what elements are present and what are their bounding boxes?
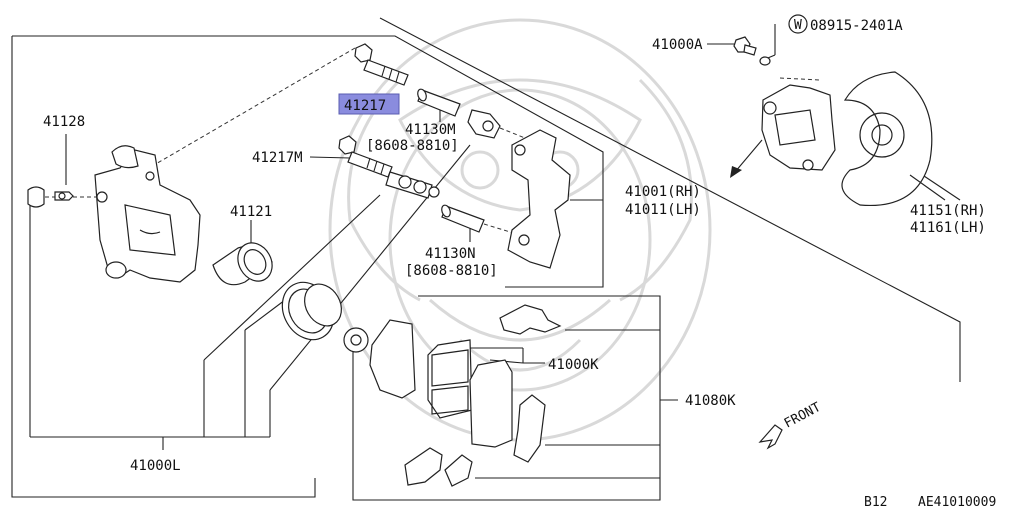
label-41000L[interactable]: 41000L <box>130 458 181 474</box>
pad-clip-upper <box>499 304 562 335</box>
caliper-assembly-41000A <box>761 84 836 171</box>
label-41000A[interactable]: 41000A <box>652 37 703 53</box>
washer-symbol-letter: W <box>794 18 802 33</box>
washer-symbol <box>788 14 808 34</box>
sleeve-41130M <box>417 88 461 117</box>
highlight-box <box>338 93 400 115</box>
label-41217M[interactable]: 41217M <box>252 150 303 166</box>
label-41217[interactable]: 41217 <box>344 98 386 114</box>
label-41130N[interactable]: 41130N <box>425 246 476 262</box>
splash-shield <box>841 71 946 207</box>
pad-clip-lower <box>404 447 473 487</box>
label-41130N-range: [8608-8810] <box>405 263 498 279</box>
pad-kit-frame <box>352 295 678 501</box>
label-41121[interactable]: 41121 <box>230 204 272 220</box>
guide-pin-bolt-41217 <box>354 43 409 86</box>
caliper-support-bracket <box>507 129 571 269</box>
pad-retainer <box>343 327 369 353</box>
caliper-body <box>94 145 201 283</box>
bolt-41000A <box>733 36 757 56</box>
pad-spring <box>513 394 546 463</box>
footer-code: AE41010009 <box>918 495 996 510</box>
footer-section: B12 <box>864 495 887 510</box>
washer-08915 <box>759 56 771 66</box>
label-41130M-range: [8608-8810] <box>366 138 459 154</box>
label-41128[interactable]: 41128 <box>43 114 85 130</box>
piston-41121 <box>212 242 273 286</box>
label-41130M[interactable]: 41130M <box>405 122 456 138</box>
label-41001[interactable]: 41001(RH) <box>625 184 701 200</box>
label-08915[interactable]: 08915-2401A <box>810 18 903 34</box>
front-arrow-icon <box>758 424 783 450</box>
caliper-assembly-frame <box>11 17 961 498</box>
pin-assembly <box>385 171 440 199</box>
label-41000K[interactable]: 41000K <box>548 357 599 373</box>
pin-boot <box>467 109 501 139</box>
label-41161[interactable]: 41161(LH) <box>910 220 986 236</box>
direction-arrow <box>730 139 763 178</box>
label-41151[interactable]: 41151(RH) <box>910 203 986 219</box>
sleeve-41130N <box>441 204 485 233</box>
brake-pad-outer <box>469 359 513 448</box>
brake-pad-inner <box>427 339 473 419</box>
anti-rattle-shim <box>369 319 416 399</box>
label-41080K[interactable]: 41080K <box>685 393 736 409</box>
piston-seal-kit <box>281 281 342 341</box>
label-41011[interactable]: 41011(LH) <box>625 202 701 218</box>
front-label: FRONT <box>782 400 824 432</box>
bleeder-screw-41128 <box>27 186 74 208</box>
